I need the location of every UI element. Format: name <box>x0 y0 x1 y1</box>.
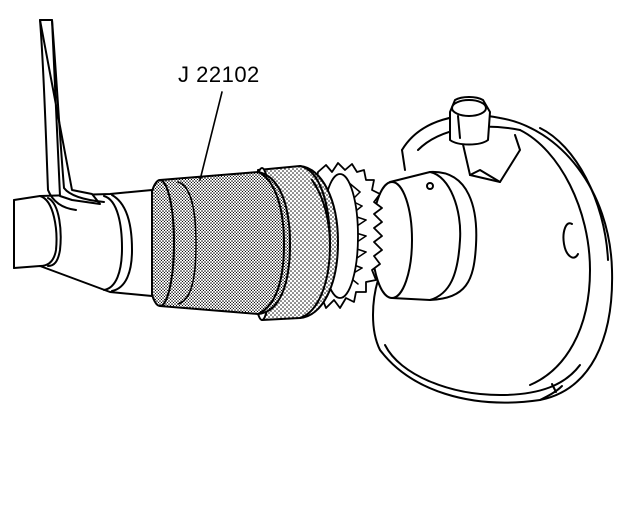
shaft-hub <box>371 170 478 301</box>
tool-body <box>145 171 291 315</box>
drive-shaft <box>13 189 153 297</box>
tool-callout-label: J 22102 <box>178 62 260 87</box>
callout-leader-line <box>199 91 223 181</box>
housing-bolt <box>449 96 491 146</box>
tool-handle <box>39 19 105 211</box>
